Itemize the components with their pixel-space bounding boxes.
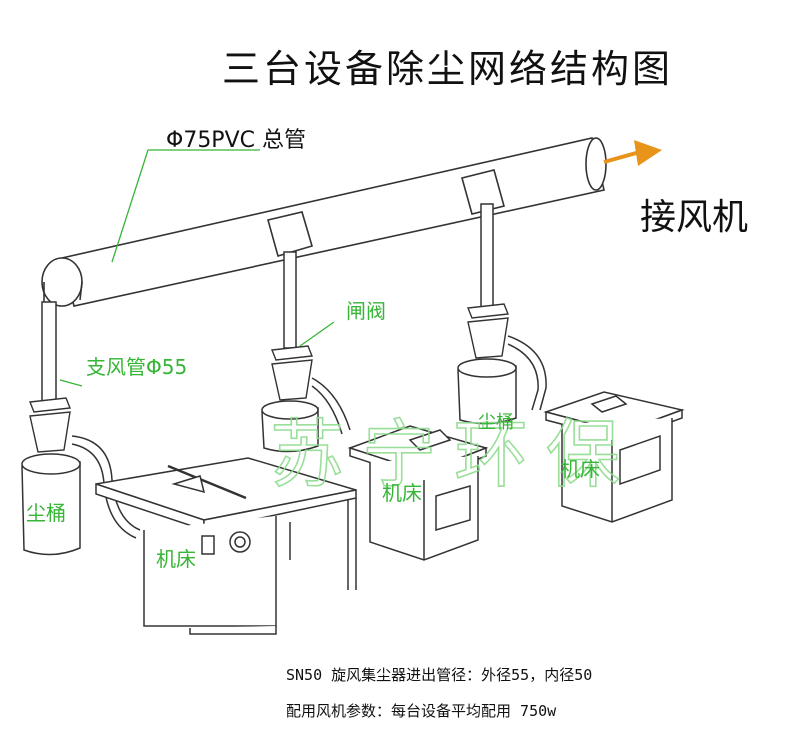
dust-bin-label-2: 尘桶 [478,412,514,433]
machine-label-1: 机床 [156,547,196,571]
machine-1 [95,457,357,635]
flex-hoses [71,335,547,539]
machine-label-3: 机床 [560,457,600,481]
main-pipe-label: Φ75PVC 总管 [166,128,306,153]
main-pipe [41,137,607,307]
dust-bins [21,358,517,556]
leader-lines [59,149,335,387]
gate-valve-label: 闸阀 [346,299,386,323]
drop-pipes [41,203,494,403]
gate-valves [29,303,509,413]
diagram-title: 三台设备除尘网络结构图 [222,47,674,91]
spec-note-fan: 配用风机参数：每台设备平均配用 750w [286,702,557,720]
machine-label-2: 机床 [382,481,422,505]
machine-2 [347,425,489,561]
fan-label: 接风机 [640,197,749,238]
watermark: 苏宁环保 [270,412,638,498]
branch-pipe-label: 支风管Φ55 [86,355,187,379]
airflow-arrow [603,140,662,166]
cyclone-separators [29,317,509,453]
dust-bin-label-1: 尘桶 [26,501,66,525]
machine-3 [543,391,685,523]
spec-note-pipe: SN50 旋风集尘器进出管径：外径55，内径50 [286,666,593,684]
